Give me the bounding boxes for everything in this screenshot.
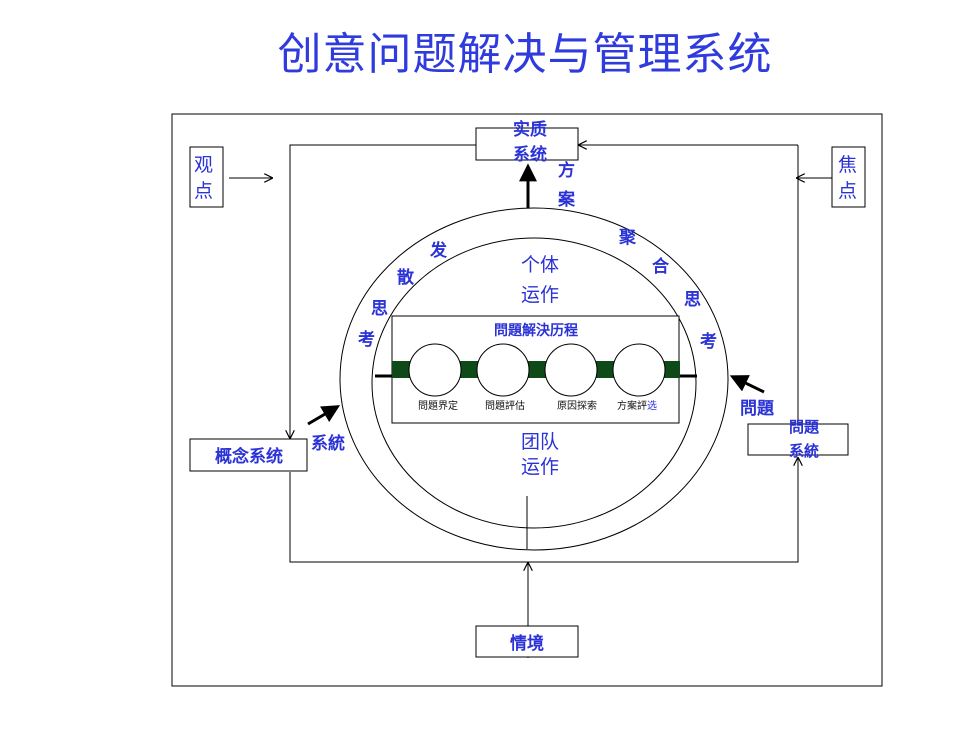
team-label-2: 运作 — [521, 456, 559, 478]
divergent-char: 散 — [397, 267, 415, 288]
viewpoint-label-2: 点 — [194, 180, 213, 202]
node-square — [528, 361, 546, 378]
problem-system-label-1: 問題 — [789, 418, 820, 436]
outer-ellipse — [339, 207, 729, 551]
bold-arrows — [307, 163, 765, 426]
plan-char: 方 — [558, 160, 575, 181]
step-circle — [476, 343, 530, 397]
node-square — [662, 361, 680, 378]
convergent-char: 考 — [699, 331, 717, 352]
essence-label-2: 系统 — [513, 144, 547, 165]
node-square — [392, 361, 410, 378]
loop-connectors — [229, 145, 832, 658]
step-circle — [408, 343, 462, 397]
node-square — [460, 361, 478, 378]
focus-label-2: 点 — [838, 180, 857, 202]
step-circle — [612, 343, 666, 397]
system-left-label: 系統 — [311, 433, 345, 454]
focus-box — [831, 146, 866, 208]
focus-label-1: 焦 — [838, 154, 857, 176]
concept-system-box — [189, 438, 308, 472]
essence-label-1: 实质 — [513, 119, 547, 140]
node-square — [596, 361, 614, 378]
step-label: 方案評选 — [617, 399, 657, 412]
problem-system-box — [747, 423, 849, 456]
page-title: 创意问题解决与管理系统 — [277, 29, 773, 80]
problem-system-label-2: 系統 — [789, 442, 819, 460]
plan-char: 案 — [557, 189, 576, 210]
step-label: 問題界定 — [418, 399, 458, 412]
viewpoint-box — [189, 146, 224, 208]
process-nodes — [392, 343, 680, 397]
individual-label-1: 个体 — [521, 254, 559, 276]
situation-box — [475, 625, 579, 658]
divergent-char: 发 — [429, 240, 448, 261]
essence-box — [475, 127, 579, 161]
situation-label: 情境 — [510, 633, 544, 654]
individual-label-2: 运作 — [521, 284, 559, 306]
convergent-char: 聚 — [618, 228, 637, 248]
divergent-char: 考 — [357, 329, 375, 350]
process-title: 問題解決历程 — [494, 322, 578, 339]
concept-system-label: 概念系统 — [215, 446, 283, 467]
convergent-char: 合 — [652, 256, 670, 277]
viewpoint-label-1: 观 — [194, 154, 213, 176]
team-label-1: 团队 — [521, 431, 559, 453]
convergent-char: 思 — [684, 290, 701, 310]
step-label: 問題評估 — [485, 399, 525, 412]
divergent-char: 思 — [371, 299, 388, 319]
outer-frame — [171, 113, 883, 687]
step-label: 原因探索 — [557, 399, 597, 412]
problem-right-label: 問題 — [740, 399, 775, 419]
step-circle — [544, 343, 598, 397]
